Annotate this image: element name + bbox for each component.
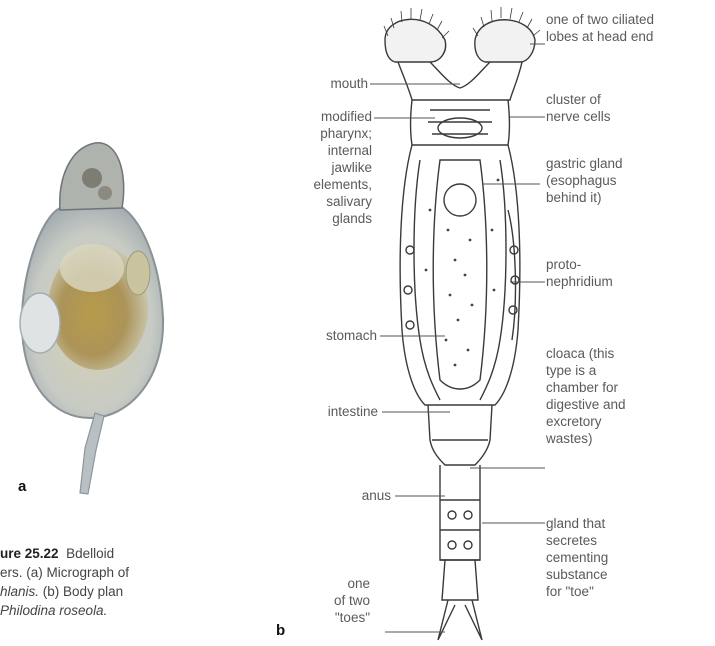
panel-b-letter: b	[276, 622, 285, 639]
stomach	[433, 160, 487, 389]
left-ciliated-lobe	[385, 19, 446, 62]
label-pharynx: modified pharynx; internal jawlike eleme…	[313, 108, 372, 227]
label-mouth: mouth	[330, 75, 368, 92]
label-nerve-cells: cluster of nerve cells	[546, 91, 611, 125]
toe-left	[438, 600, 455, 640]
label-stomach: stomach	[326, 327, 377, 344]
label-protonephridium: proto- nephridium	[546, 256, 613, 290]
toe-right	[465, 600, 482, 640]
label-gland-toe: gland that secretes cementing substance …	[546, 515, 608, 600]
label-intestine: intestine	[328, 403, 378, 420]
label-toes: one of two "toes"	[334, 575, 370, 626]
label-ciliated-lobes: one of two ciliated lobes at head end	[546, 11, 654, 45]
label-anus: anus	[362, 487, 391, 504]
label-gastric-gland: gastric gland (esophagus behind it)	[546, 155, 623, 206]
label-cloaca: cloaca (this type is a chamber for diges…	[546, 345, 626, 447]
